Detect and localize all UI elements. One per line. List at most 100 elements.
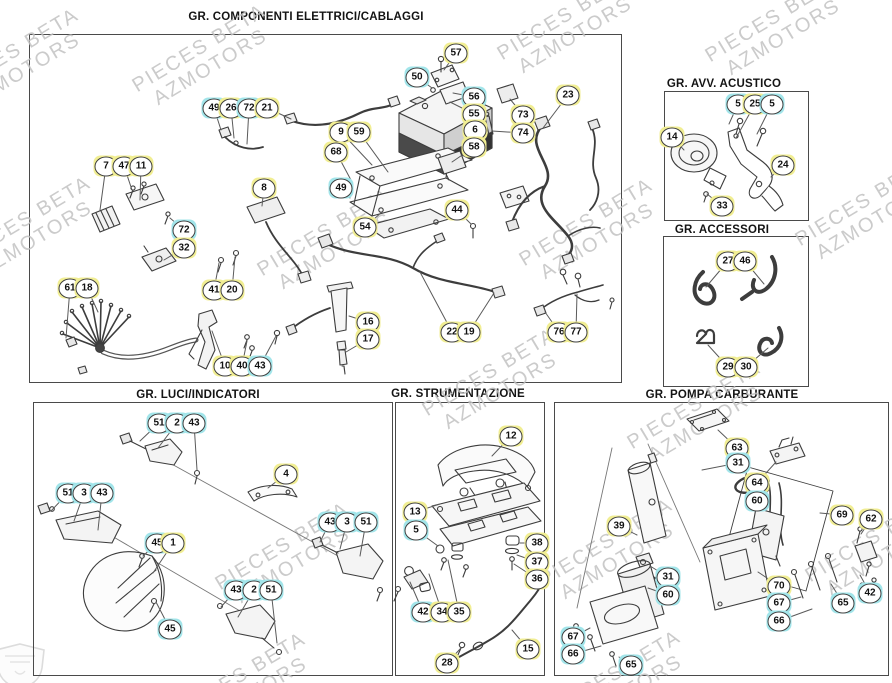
main-harness-drawing bbox=[505, 115, 601, 265]
callout-1: 1 bbox=[160, 532, 186, 554]
callout-number: 4 bbox=[274, 464, 298, 484]
callout-number: 38 bbox=[525, 533, 549, 553]
callout-number: 50 bbox=[405, 67, 429, 87]
callout-66: 66 bbox=[560, 643, 586, 665]
callout-number: 77 bbox=[564, 322, 588, 342]
callout-number: 36 bbox=[525, 569, 549, 589]
callout-24: 24 bbox=[770, 154, 796, 176]
callout-32: 32 bbox=[171, 237, 197, 259]
panel-title-luci-indicatori: GR. LUCI/INDICATORI bbox=[136, 389, 260, 401]
callout-8: 8 bbox=[251, 177, 277, 199]
callout-number: 21 bbox=[255, 98, 279, 118]
callout-19: 19 bbox=[456, 321, 482, 343]
callout-number: 69 bbox=[830, 505, 854, 525]
callout-number: 49 bbox=[329, 178, 353, 198]
callout-number: 20 bbox=[220, 280, 244, 300]
callout-28: 28 bbox=[434, 652, 460, 674]
callout-number: 46 bbox=[733, 251, 757, 271]
callout-57: 57 bbox=[443, 42, 469, 64]
callout-60: 60 bbox=[744, 490, 770, 512]
callout-number: 15 bbox=[516, 639, 540, 659]
flasher-unit-drawing bbox=[141, 245, 177, 272]
callout-number: 39 bbox=[607, 516, 631, 536]
ignition-coil-drawing bbox=[326, 281, 354, 375]
panel-title-pompa-carburante: GR. POMPA CARBURANTE bbox=[645, 389, 799, 401]
callout-number: 17 bbox=[356, 329, 380, 349]
callout-number: 68 bbox=[324, 142, 348, 162]
callout-number: 5 bbox=[760, 94, 784, 114]
ground-lead-drawing bbox=[218, 126, 264, 150]
sensor-wire-drawing bbox=[533, 268, 615, 317]
callout-number: 51 bbox=[354, 512, 378, 532]
panel-title-strumentazione: GR. STRUMENTAZIONE bbox=[391, 388, 525, 400]
callout-number: 59 bbox=[347, 122, 371, 142]
callout-77: 77 bbox=[563, 321, 589, 343]
callout-51: 51 bbox=[353, 511, 379, 533]
stator-cable-drawing bbox=[317, 232, 506, 299]
callout-number: 51 bbox=[259, 580, 283, 600]
panel-border-avv-acustico bbox=[664, 91, 809, 221]
callout-number: 30 bbox=[734, 357, 758, 377]
callout-56: 56 bbox=[461, 86, 487, 108]
callout-number: 24 bbox=[771, 155, 795, 175]
callout-33: 33 bbox=[709, 195, 735, 217]
callout-number: 60 bbox=[745, 491, 769, 511]
rubber-hooks-drawing bbox=[692, 255, 784, 357]
callout-number: 18 bbox=[75, 278, 99, 298]
callout-17: 17 bbox=[355, 328, 381, 350]
callout-number: 31 bbox=[726, 453, 750, 473]
callout-number: 32 bbox=[172, 238, 196, 258]
wiring-loom-drawing bbox=[59, 298, 199, 375]
panel-border-luci-indicatori bbox=[33, 402, 393, 676]
callout-65: 65 bbox=[830, 592, 856, 614]
callout-number: 42 bbox=[858, 583, 882, 603]
callout-number: 43 bbox=[182, 413, 206, 433]
callout-30: 30 bbox=[733, 356, 759, 378]
callout-67: 67 bbox=[560, 626, 586, 648]
callout-68: 68 bbox=[323, 141, 349, 163]
callout-69: 69 bbox=[829, 504, 855, 526]
fuel-pump-drawing bbox=[573, 408, 878, 673]
callout-31: 31 bbox=[725, 452, 751, 474]
callout-37: 37 bbox=[524, 551, 550, 573]
callout-number: 60 bbox=[656, 585, 680, 605]
callout-4: 4 bbox=[273, 463, 299, 485]
callout-43: 43 bbox=[181, 412, 207, 434]
callout-60: 60 bbox=[655, 584, 681, 606]
callout-74: 74 bbox=[510, 122, 536, 144]
instrument-cluster-drawing bbox=[393, 444, 548, 668]
callout-18: 18 bbox=[74, 277, 100, 299]
callout-number: 58 bbox=[462, 137, 486, 157]
callout-36: 36 bbox=[524, 568, 550, 590]
callout-number: 56 bbox=[462, 87, 486, 107]
panel-title-accessori: GR. ACCESSORI bbox=[674, 224, 770, 236]
callout-number: 43 bbox=[90, 483, 114, 503]
panel-border-elettrici bbox=[29, 34, 622, 383]
callout-number: 65 bbox=[619, 655, 643, 675]
callout-21: 21 bbox=[254, 97, 280, 119]
callout-35: 35 bbox=[446, 601, 472, 623]
callout-number: 45 bbox=[158, 619, 182, 639]
callout-number: 19 bbox=[457, 322, 481, 342]
callout-5: 5 bbox=[403, 519, 429, 541]
callout-12: 12 bbox=[498, 425, 524, 447]
callout-number: 62 bbox=[859, 509, 883, 529]
callout-number: 14 bbox=[660, 127, 684, 147]
callout-15: 15 bbox=[515, 638, 541, 660]
callout-58: 58 bbox=[461, 136, 487, 158]
callout-6: 6 bbox=[462, 119, 488, 141]
callout-number: 23 bbox=[556, 85, 580, 105]
callout-5: 5 bbox=[759, 93, 785, 115]
callout-number: 43 bbox=[248, 356, 272, 376]
regulator-drawing bbox=[91, 181, 171, 233]
callout-44: 44 bbox=[444, 199, 470, 221]
panel-border-pompa-carburante bbox=[554, 402, 889, 676]
callout-66: 66 bbox=[766, 610, 792, 632]
callout-11: 11 bbox=[128, 155, 154, 177]
callout-number: 74 bbox=[511, 123, 535, 143]
callout-50: 50 bbox=[404, 66, 430, 88]
tray-bolts-drawing bbox=[217, 222, 477, 273]
callout-46: 46 bbox=[732, 250, 758, 272]
callout-number: 66 bbox=[561, 644, 585, 664]
